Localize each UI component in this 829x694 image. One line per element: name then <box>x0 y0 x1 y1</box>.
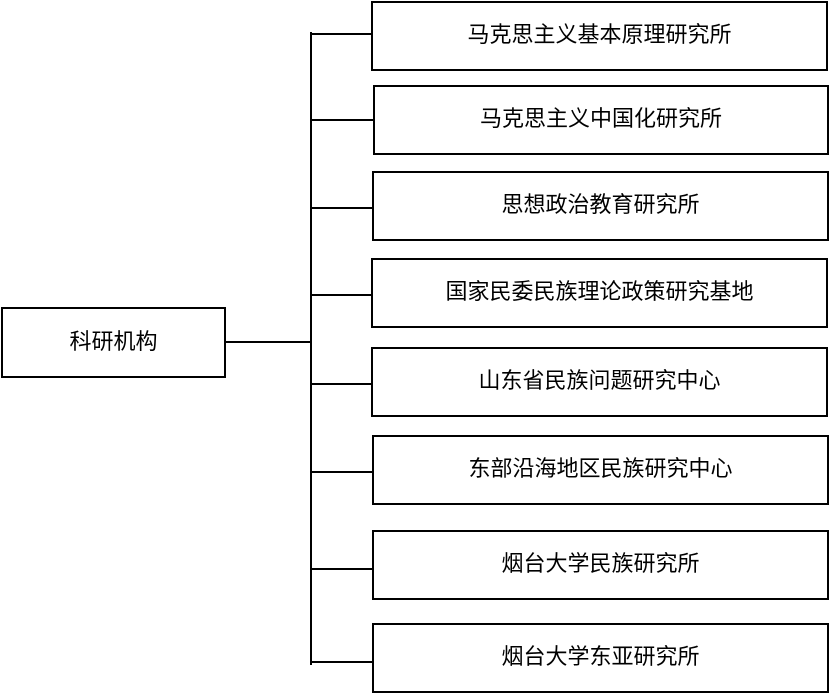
child-node-label: 马克思主义基本原理研究所 <box>467 23 732 48</box>
child-node-eastern-coastal-center: 东部沿海地区民族研究中心 <box>372 435 829 505</box>
child-node-ytu-east-asia-institute: 烟台大学东亚研究所 <box>372 623 829 693</box>
child-node-marx-basic-principles: 马克思主义基本原理研究所 <box>371 1 828 71</box>
child-node-ideological-education: 思想政治教育研究所 <box>372 171 829 241</box>
root-node-label: 科研机构 <box>69 329 158 355</box>
child-node-label: 东部沿海地区民族研究中心 <box>468 457 733 482</box>
root-node: 科研机构 <box>1 307 226 378</box>
child-node-label: 国家民委民族理论政策研究基地 <box>445 280 754 305</box>
child-node-label: 思想政治教育研究所 <box>501 193 700 218</box>
child-node-ethnic-policy-base: 国家民委民族理论政策研究基地 <box>371 258 828 328</box>
child-node-label: 烟台大学民族研究所 <box>501 552 700 577</box>
child-node-label: 烟台大学东亚研究所 <box>501 645 700 670</box>
child-node-marx-sinicization: 马克思主义中国化研究所 <box>373 85 829 155</box>
child-node-ytu-ethnic-institute: 烟台大学民族研究所 <box>372 530 829 600</box>
child-node-label: 山东省民族问题研究中心 <box>478 369 721 394</box>
child-node-shandong-ethnic-center: 山东省民族问题研究中心 <box>371 347 828 417</box>
child-node-label: 马克思主义中国化研究所 <box>479 107 722 132</box>
